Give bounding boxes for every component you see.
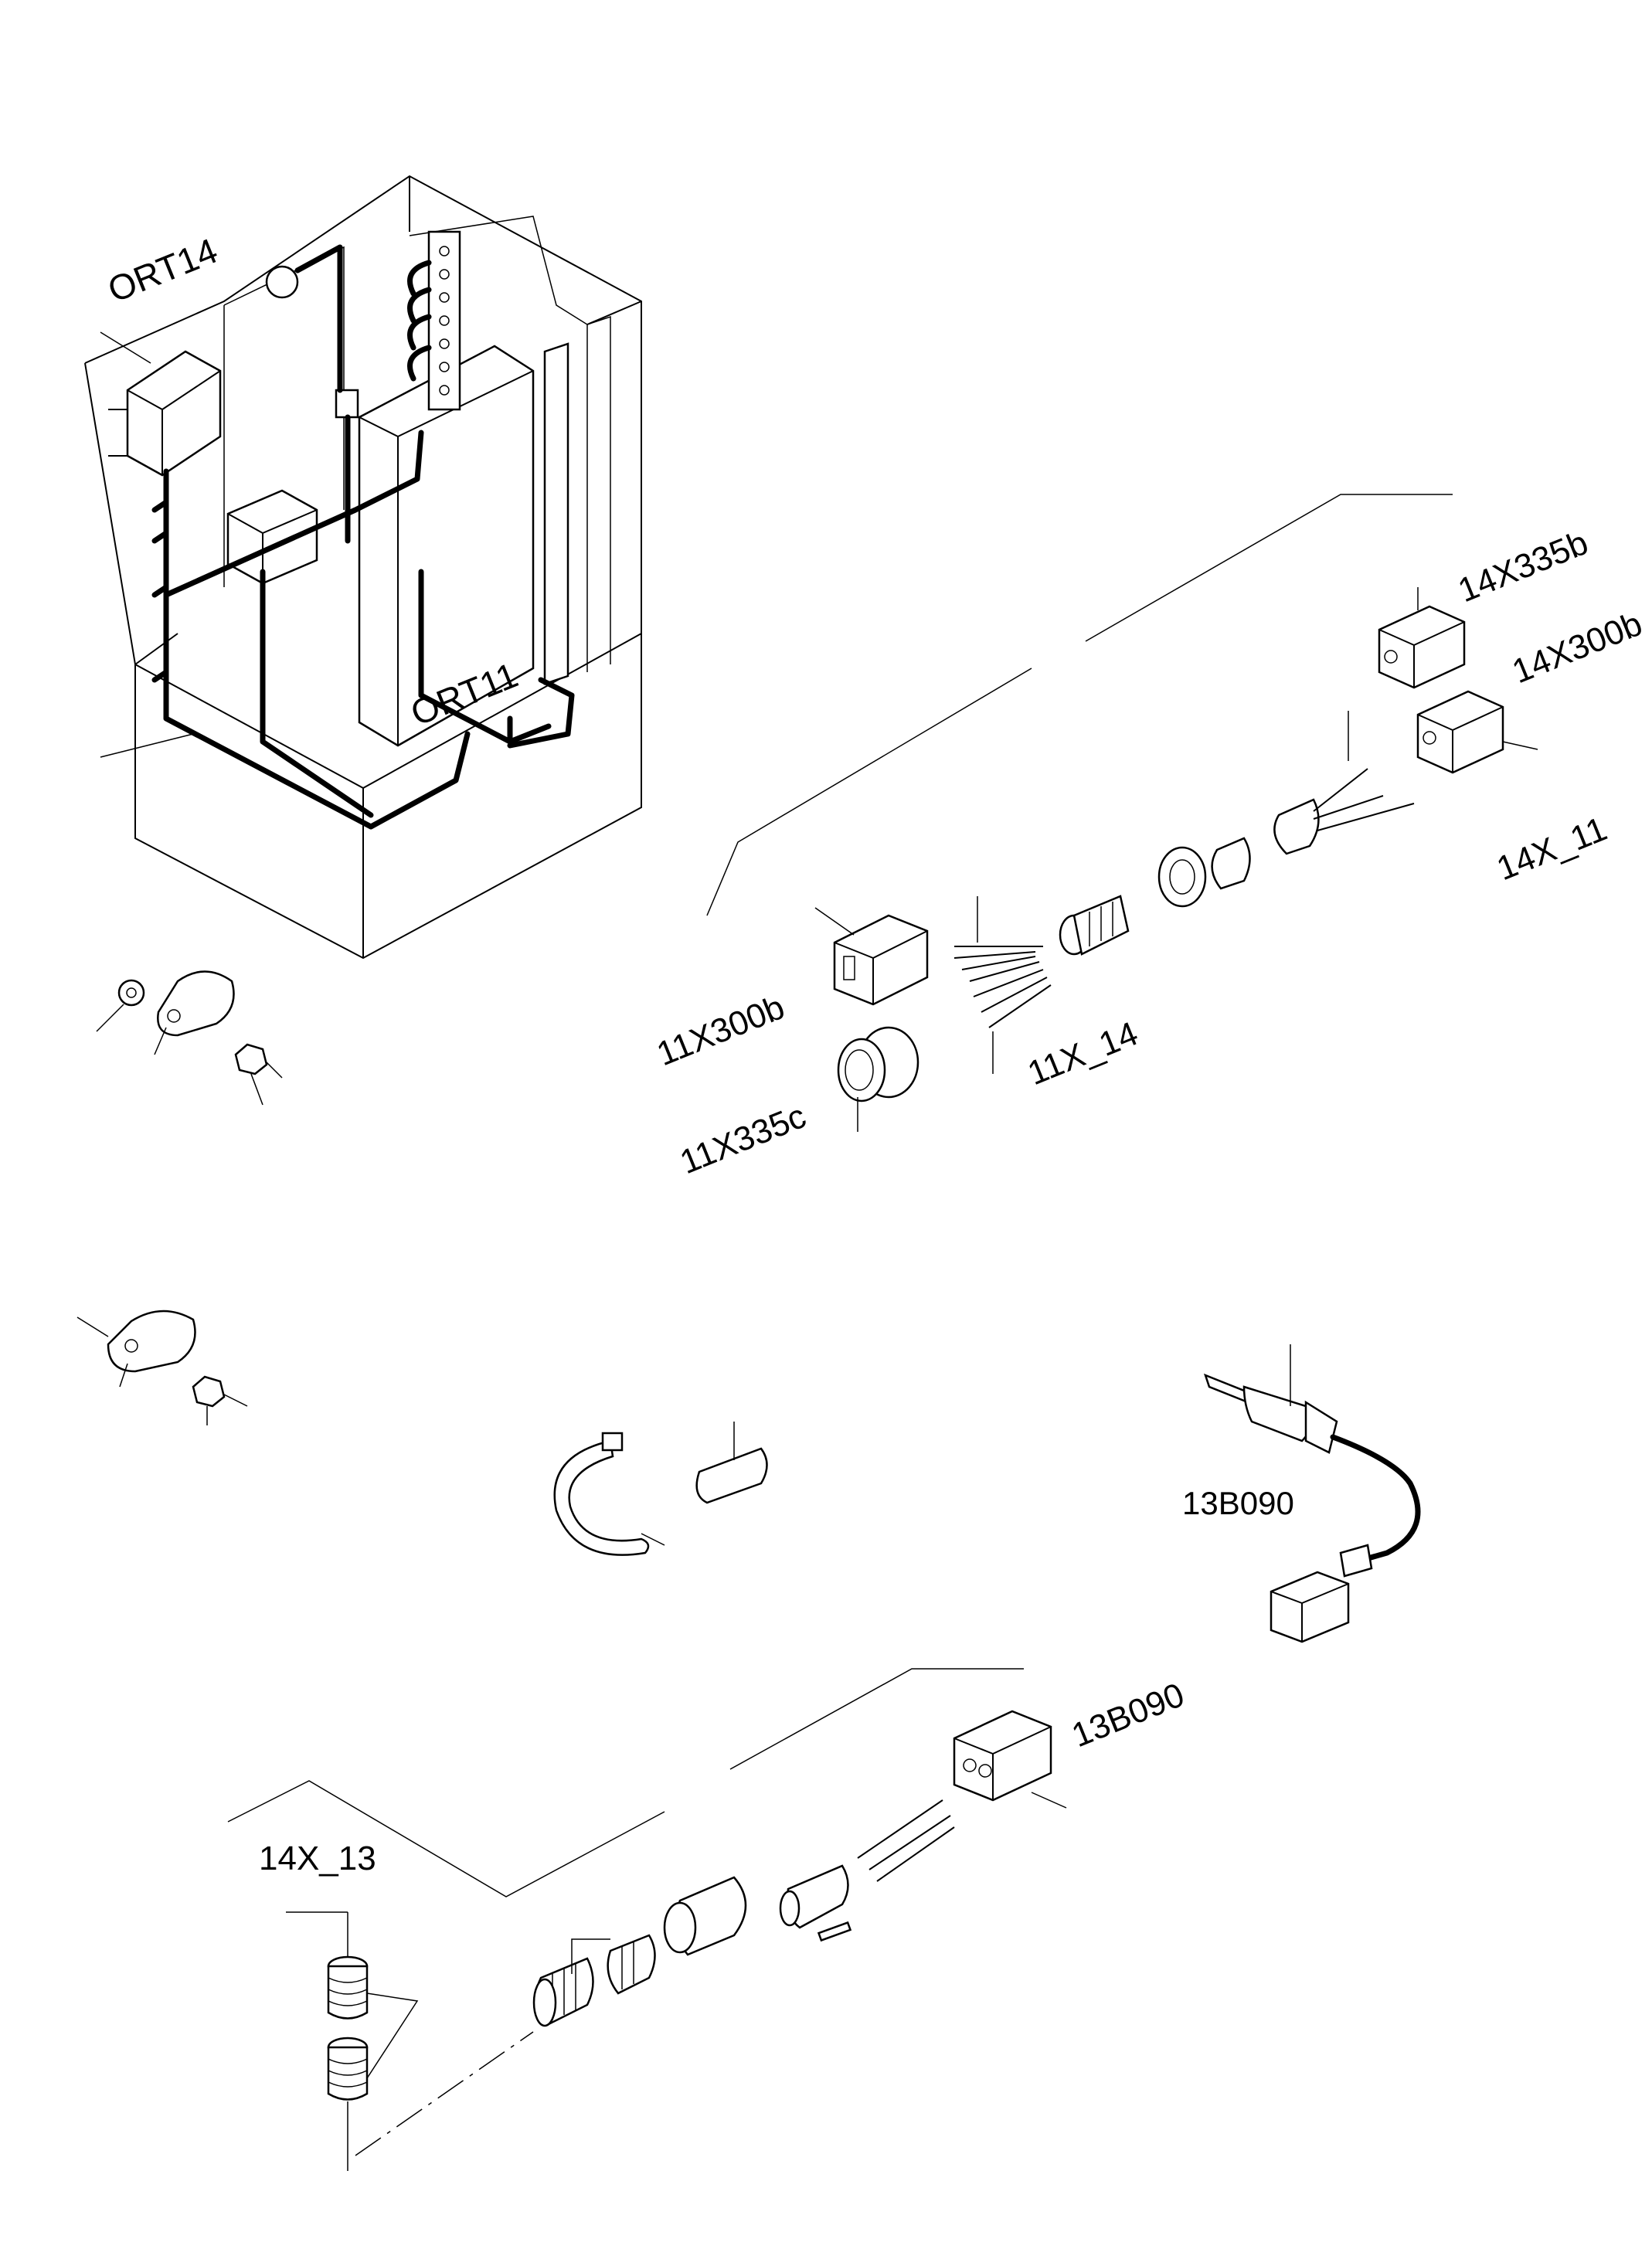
label-14x-13: 14X_13 xyxy=(259,1840,376,1877)
clamp-hardware-1 xyxy=(96,970,283,1106)
connector-group-13b090 xyxy=(227,1668,1067,2156)
control-box xyxy=(226,489,318,585)
plug-13b090 xyxy=(953,1710,1067,1809)
label-14x300b: 14X300b xyxy=(1507,605,1647,691)
connector-11x335c xyxy=(837,1026,919,1132)
sleeve-tube xyxy=(695,1422,768,1504)
terminal-strip xyxy=(407,230,461,411)
round-device-icon xyxy=(265,265,299,299)
label-14x335b: 14X335b xyxy=(1453,524,1593,610)
connector-14x-13 xyxy=(286,1911,419,2171)
sensor-13b090 xyxy=(1203,1344,1421,1643)
label-13b090-plug: 13B090 xyxy=(1066,1676,1189,1755)
label-11x-14: 11X_14 xyxy=(1022,1014,1143,1092)
label-13b090-sensor: 13B090 xyxy=(1182,1485,1294,1521)
connector-14x335b xyxy=(1378,587,1466,689)
cabinet-assembly xyxy=(84,175,642,960)
ort14-box xyxy=(108,350,222,477)
cable-gland-11x xyxy=(1059,711,1415,956)
relay-icon xyxy=(335,389,359,419)
label-14x-11: 14X_11 xyxy=(1491,810,1612,888)
label-ort14: ORT14 xyxy=(102,230,223,310)
connector-11x300b xyxy=(814,907,929,1006)
connector-14x300b xyxy=(1416,690,1538,774)
label-11x335c: 11X335c xyxy=(675,1097,811,1181)
pins-11x-14 xyxy=(953,896,1052,1074)
label-11x300b: 11X300b xyxy=(651,988,790,1073)
clamp-hardware-2 xyxy=(76,1310,248,1425)
connector-group-11x-14x xyxy=(706,494,1538,1132)
cable-tie xyxy=(553,1432,665,1556)
